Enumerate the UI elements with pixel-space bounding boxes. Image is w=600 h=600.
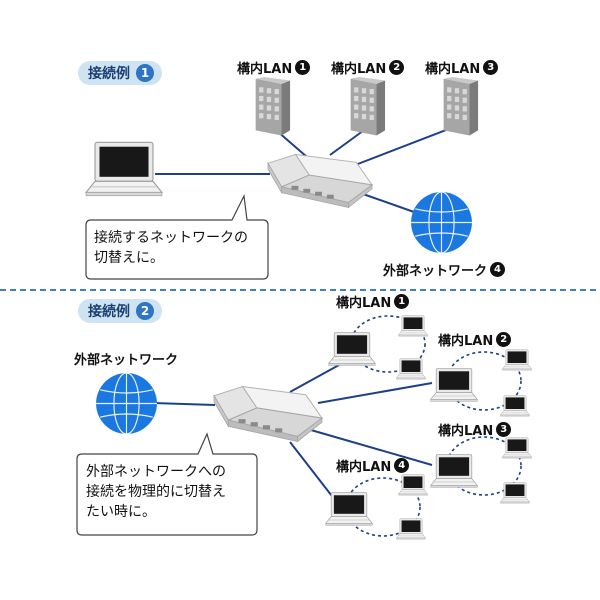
ex2-lan-label-1-number: 1 <box>394 294 410 309</box>
line-ex2-lan2-hub <box>317 382 433 404</box>
ex1-lan-label-2-number: 2 <box>389 60 405 75</box>
lan4-laptop-a <box>398 474 428 496</box>
lan4-laptop-b <box>396 518 426 540</box>
ex1-lan-label-2: 構内LAN 2 <box>331 58 405 77</box>
ex2-lan-label-2-text: 構内LAN <box>438 334 494 349</box>
ex1-building-2 <box>350 77 386 136</box>
ex1-external-label-number: 4 <box>490 262 506 277</box>
line-ex1-lan3-hub <box>349 124 460 168</box>
ex2-external-label-text: 外部ネットワーク <box>74 353 179 368</box>
ex2-lan-label-4-text: 構内LAN <box>336 460 392 475</box>
ex1-label-text: 接続例 <box>88 66 130 82</box>
ex1-switch-hub <box>267 153 373 209</box>
ex2-callout-bubble <box>76 432 258 536</box>
lan2-laptop-b <box>500 395 530 417</box>
ex1-lan-label-1-text: 構内LAN <box>237 62 293 77</box>
ex2-lan-label-4-number: 4 <box>394 458 410 473</box>
lan3-laptop-b <box>500 482 530 504</box>
line-ex1-lan1-hub <box>276 130 308 158</box>
ex1-callout-bubble <box>85 193 269 280</box>
ex2-lan-label-2-number: 2 <box>496 332 512 347</box>
ex1-lan-label-2-text: 構内LAN <box>331 62 387 77</box>
line-ex2-globe-hub <box>152 402 216 406</box>
lan4-main-laptop <box>325 492 373 526</box>
ex2-external-label: 外部ネットワーク <box>74 349 178 368</box>
ex2-label-text: 接続例 <box>88 304 130 320</box>
ex2-callout-line-1: 外部ネットワークへの <box>86 464 226 480</box>
line-ex1-globe-hub <box>362 193 415 213</box>
ex2-lan-label-3-text: 構内LAN <box>438 424 494 439</box>
lan1-laptop-b <box>396 358 426 380</box>
lan2-laptop-a <box>502 349 532 371</box>
ex1-lines <box>155 124 460 213</box>
ex2-callout-text: 外部ネットワークへの 接続を物理的に切替え たい時に。 <box>86 462 226 522</box>
ex1-callout-line-2: 切替えに。 <box>94 250 164 266</box>
ex2-label-pill: 接続例 2 <box>78 299 162 323</box>
line-ex1-lan2-hub <box>329 127 368 156</box>
ex1-building-3 <box>443 77 479 136</box>
ex1-lan-label-3-text: 構内LAN <box>425 62 481 77</box>
ex2-lan-label-1-text: 構内LAN <box>336 296 392 311</box>
ex1-lan-label-1: 構内LAN 1 <box>237 58 311 77</box>
ex1-external-label-text: 外部ネットワーク <box>383 264 488 279</box>
lan2-main-laptop <box>430 368 478 402</box>
ex2-switch-hub <box>213 385 323 443</box>
ex1-building-1 <box>255 77 291 136</box>
ex2-callout-line-2: 接続を物理的に切替え <box>86 484 226 500</box>
line-ex2-lan1-hub <box>289 364 340 393</box>
ex2-label-number: 2 <box>136 302 154 320</box>
line-ex2-lan4-hub <box>289 441 336 501</box>
lan1-laptop-a <box>398 315 428 337</box>
ex1-external-label: 外部ネットワーク 4 <box>383 260 506 279</box>
ex2-lan-label-4: 構内LAN 4 <box>336 456 410 475</box>
ex2-lan-label-2: 構内LAN 2 <box>438 330 512 349</box>
ex2-lines <box>152 364 433 501</box>
ex1-label-number: 1 <box>136 64 154 82</box>
ex1-lan-label-1-number: 1 <box>295 60 311 75</box>
ex1-callout-line-1: 接続するネットワークの <box>94 230 248 246</box>
ex2-lan-label-3: 構内LAN 3 <box>438 420 512 439</box>
lan3-laptop-a <box>502 437 532 459</box>
ex1-label-pill: 接続例 1 <box>78 61 162 85</box>
ex2-globe-icon <box>95 372 158 435</box>
ex2-lan-label-3-number: 3 <box>496 422 512 437</box>
ex1-globe-icon <box>410 191 473 254</box>
ex1-lan-label-3: 構内LAN 3 <box>425 58 499 77</box>
ex1-laptop <box>85 141 163 197</box>
lan1-main-laptop <box>328 332 376 366</box>
ex2-lan-label-1: 構内LAN 1 <box>336 292 410 311</box>
ex1-lan-label-3-number: 3 <box>483 60 499 75</box>
ex1-callout-text: 接続するネットワークの 切替えに。 <box>94 228 248 268</box>
ex2-callout-line-3: たい時に。 <box>86 504 156 520</box>
line-ex2-lan3-hub <box>303 427 433 466</box>
lan3-main-laptop <box>430 454 478 488</box>
